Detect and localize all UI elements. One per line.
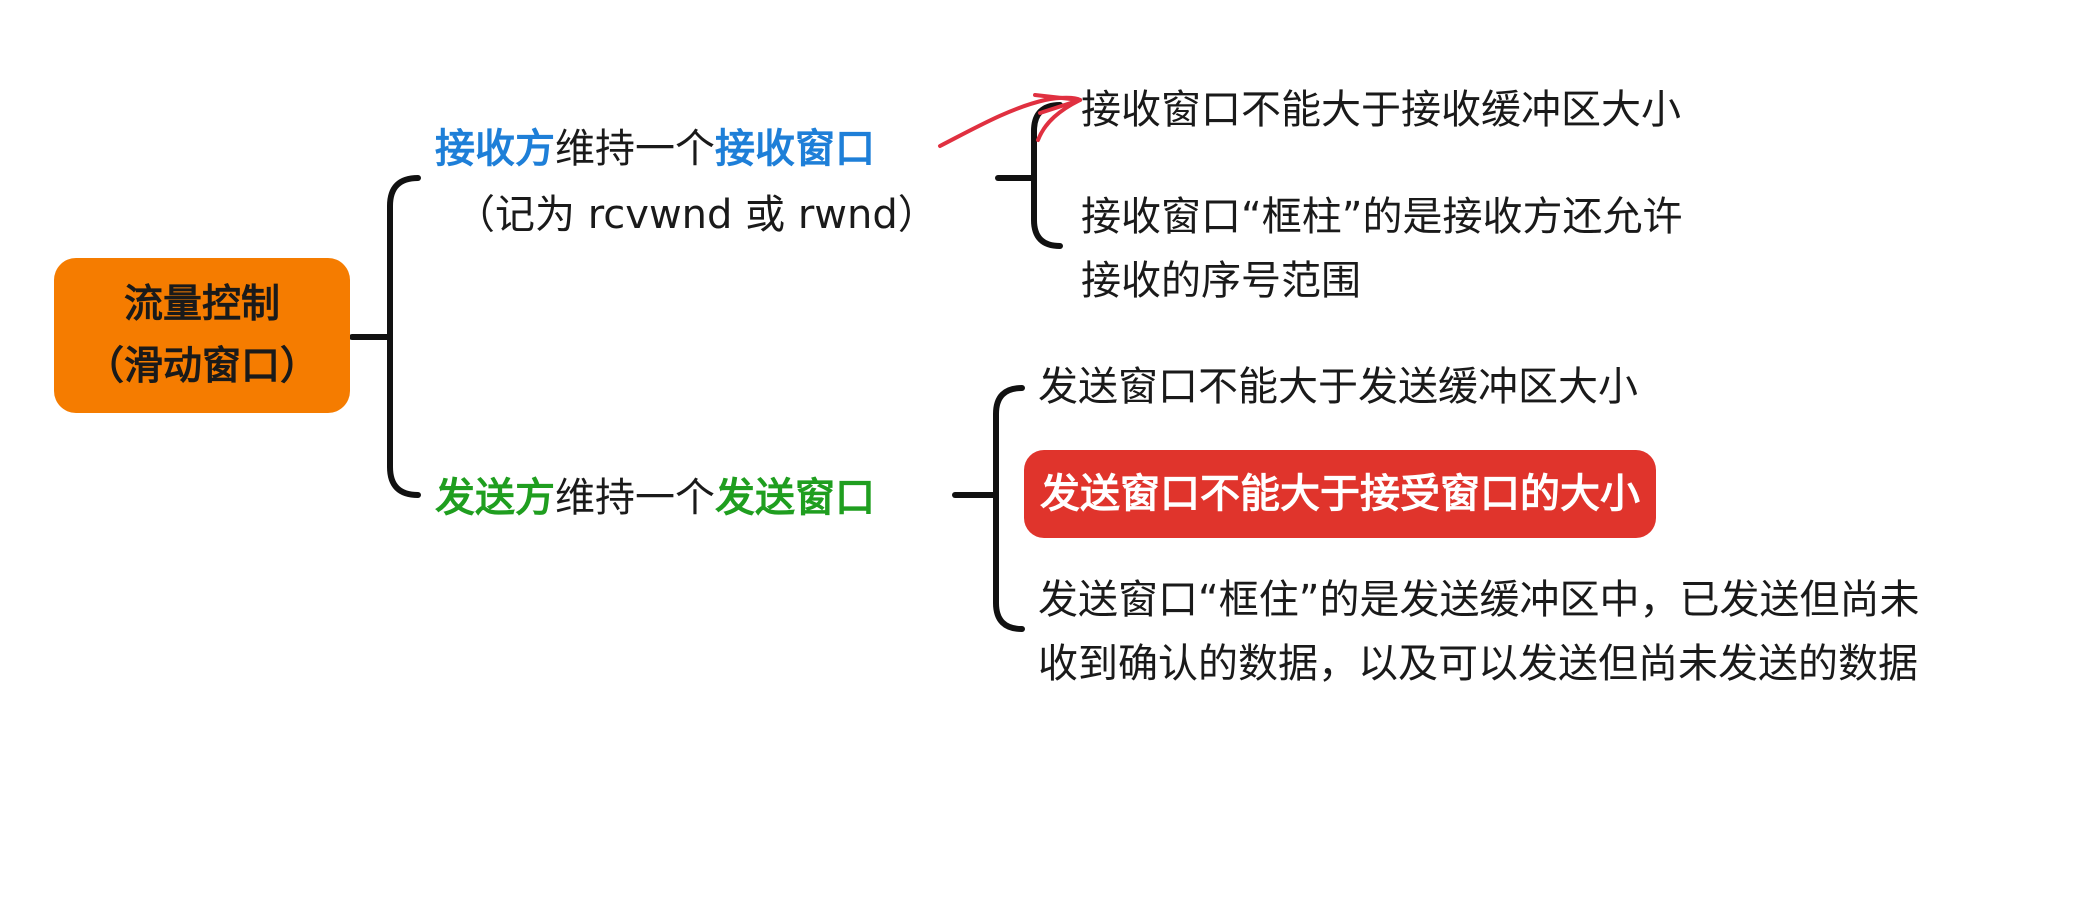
leaf-line: 发送窗口不能大于接受窗口的大小: [1040, 471, 1640, 517]
sender-role: 发送方: [435, 475, 555, 521]
sender-bracket: [993, 385, 1025, 632]
receiver-point-buffer-limit: 接收窗口不能大于接收缓冲区大小: [1081, 78, 1681, 142]
receiver-role: 接收方: [435, 126, 555, 172]
leaf-line: 接收的序号范围: [1081, 258, 1361, 304]
root-title: 流量控制: [123, 281, 280, 327]
main-bracket: [387, 175, 421, 498]
sender-window: 发送窗口: [715, 475, 875, 521]
annotation-arrow: [938, 93, 1082, 148]
sender-maintains: 维持一个: [555, 475, 715, 521]
sender-point-window-scope: 发送窗口“框住”的是发送缓冲区中，已发送但尚未 收到确认的数据，以及可以发送但尚…: [1038, 568, 1919, 696]
receiver-point-sequence-range: 接收窗口“框柱”的是接收方还允许 接收的序号范围: [1081, 185, 1682, 313]
leaf-line: 接收窗口不能大于接收缓冲区大小: [1081, 87, 1681, 133]
receiver-maintains: 维持一个: [555, 126, 715, 172]
root-subtitle: （滑动窗口）: [84, 343, 319, 389]
receiver-note: （记为 rcvwnd 或 rwnd）: [455, 192, 938, 238]
leaf-line: 接收窗口“框柱”的是接收方还允许: [1081, 194, 1683, 240]
sender-point-receive-window-limit-highlight: 发送窗口不能大于接受窗口的大小: [1024, 450, 1656, 538]
sender-point-buffer-limit: 发送窗口不能大于发送缓冲区大小: [1038, 355, 1638, 419]
sender-node: 发送方维持一个发送窗口: [435, 465, 875, 523]
leaf-line: 收到确认的数据，以及可以发送但尚未发送的数据: [1038, 641, 1918, 687]
receiver-bracket: [1031, 102, 1063, 249]
root-node-flow-control: 流量控制 （滑动窗口）: [54, 258, 350, 413]
receiver-node: 接收方维持一个接收窗口: [435, 116, 875, 174]
leaf-line: 发送窗口不能大于发送缓冲区大小: [1038, 364, 1638, 410]
leaf-line: 发送窗口“框住”的是发送缓冲区中，已发送但尚未: [1038, 577, 1920, 623]
receiver-window: 接收窗口: [715, 126, 875, 172]
